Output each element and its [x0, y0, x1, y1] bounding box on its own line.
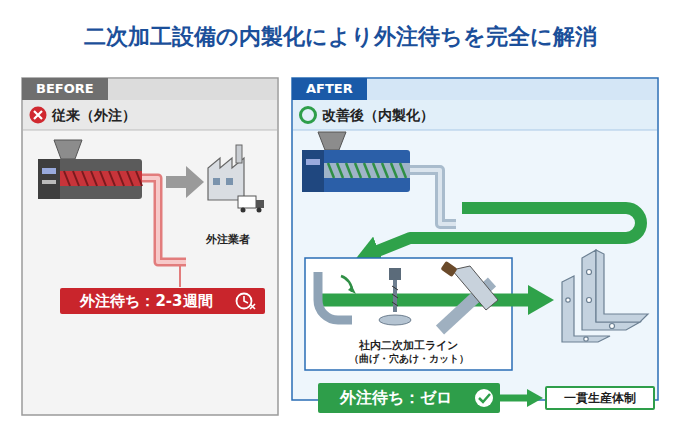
tab-label: BEFORE	[22, 78, 108, 100]
leader-line	[179, 266, 181, 287]
wait-box: 外注待ち：2-3週間	[60, 288, 265, 314]
bending-icon	[318, 272, 356, 320]
system-box: 一貫生産体制	[545, 386, 655, 410]
factory-icon	[208, 145, 264, 213]
box-label: 一貫生産体制	[564, 390, 636, 407]
box-label: 外注待ち：ゼロ	[340, 388, 452, 409]
before-panel	[22, 78, 278, 415]
drill-icon	[379, 268, 411, 325]
extruder	[38, 140, 142, 199]
result-box: 外注待ち：ゼロ	[318, 383, 500, 413]
panel-heading: 改善後（内製化）	[322, 100, 434, 130]
bracket-parts	[562, 250, 648, 342]
box-label: 外注待ち：2-3週間	[80, 292, 212, 311]
profile	[142, 178, 186, 262]
profile	[410, 170, 456, 224]
before-panel: BEFORE従来（外注） 外注待ち：2-3週間	[22, 78, 278, 415]
flow-arrow	[318, 294, 532, 307]
outsource-arrow	[166, 166, 204, 198]
extruder	[302, 132, 410, 192]
clock-icon	[237, 294, 256, 310]
saw-icon	[440, 261, 498, 330]
flow-connector	[500, 395, 529, 402]
flow-arrow	[375, 208, 641, 252]
line-box	[305, 258, 512, 370]
process-box: 社内二次加工ライン（曲げ・穴あけ・カット）	[305, 258, 512, 370]
after-panel: AFTER改善後（内製化）社内二次加工ライン（曲げ・穴あけ・カット）外注待ち：ゼ…	[292, 78, 658, 400]
tab-label: AFTER	[292, 78, 367, 100]
after-panel	[292, 78, 658, 400]
box-note: （曲げ・穴あけ・カット）	[346, 353, 472, 365]
box-title: 社内二次加工ライン	[356, 339, 461, 353]
title: 二次加工設備の内製化により外注待ちを完全に解消	[0, 22, 680, 52]
vendor-label: 外注業者	[196, 232, 260, 247]
panel-heading: 従来（外注）	[52, 100, 136, 130]
check-icon	[475, 389, 493, 407]
